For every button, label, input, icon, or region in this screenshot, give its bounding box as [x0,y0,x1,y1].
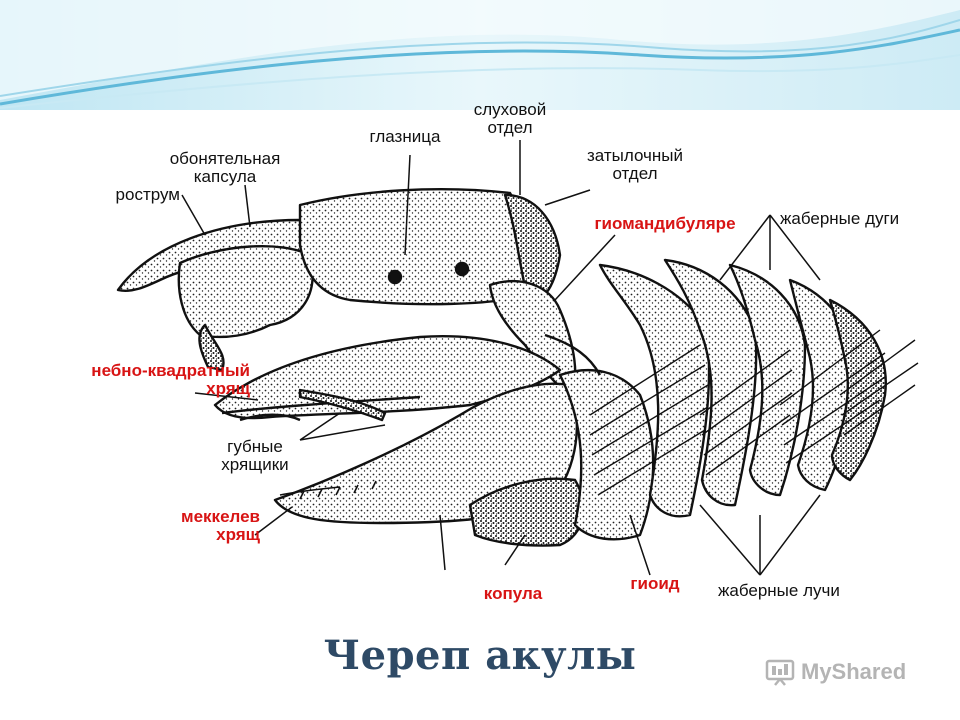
label-gill-arches: жаберные дуги [780,209,900,228]
label-hyomandibular: гиомандибуляре [594,214,736,233]
gill-arch-2 [663,258,758,507]
header-waves [0,0,960,110]
brand-name: MyShared [801,659,907,684]
hyoid-shape [558,368,655,541]
presentation-board-icon [765,659,795,686]
slide-title: Череп акулы [323,632,637,679]
label-gill-rays: жаберные лучи [718,581,840,600]
shark-skull-illustration [116,140,919,576]
gill-arch-3 [728,263,807,497]
label-rostrum: рострум [115,185,180,204]
brand-watermark: MyShared [765,655,935,689]
label-orbit: глазница [369,127,441,146]
olfactory-capsule-shape [177,244,314,339]
label-hyoid: гиоид [630,574,680,593]
label-copula: копула [483,584,543,603]
